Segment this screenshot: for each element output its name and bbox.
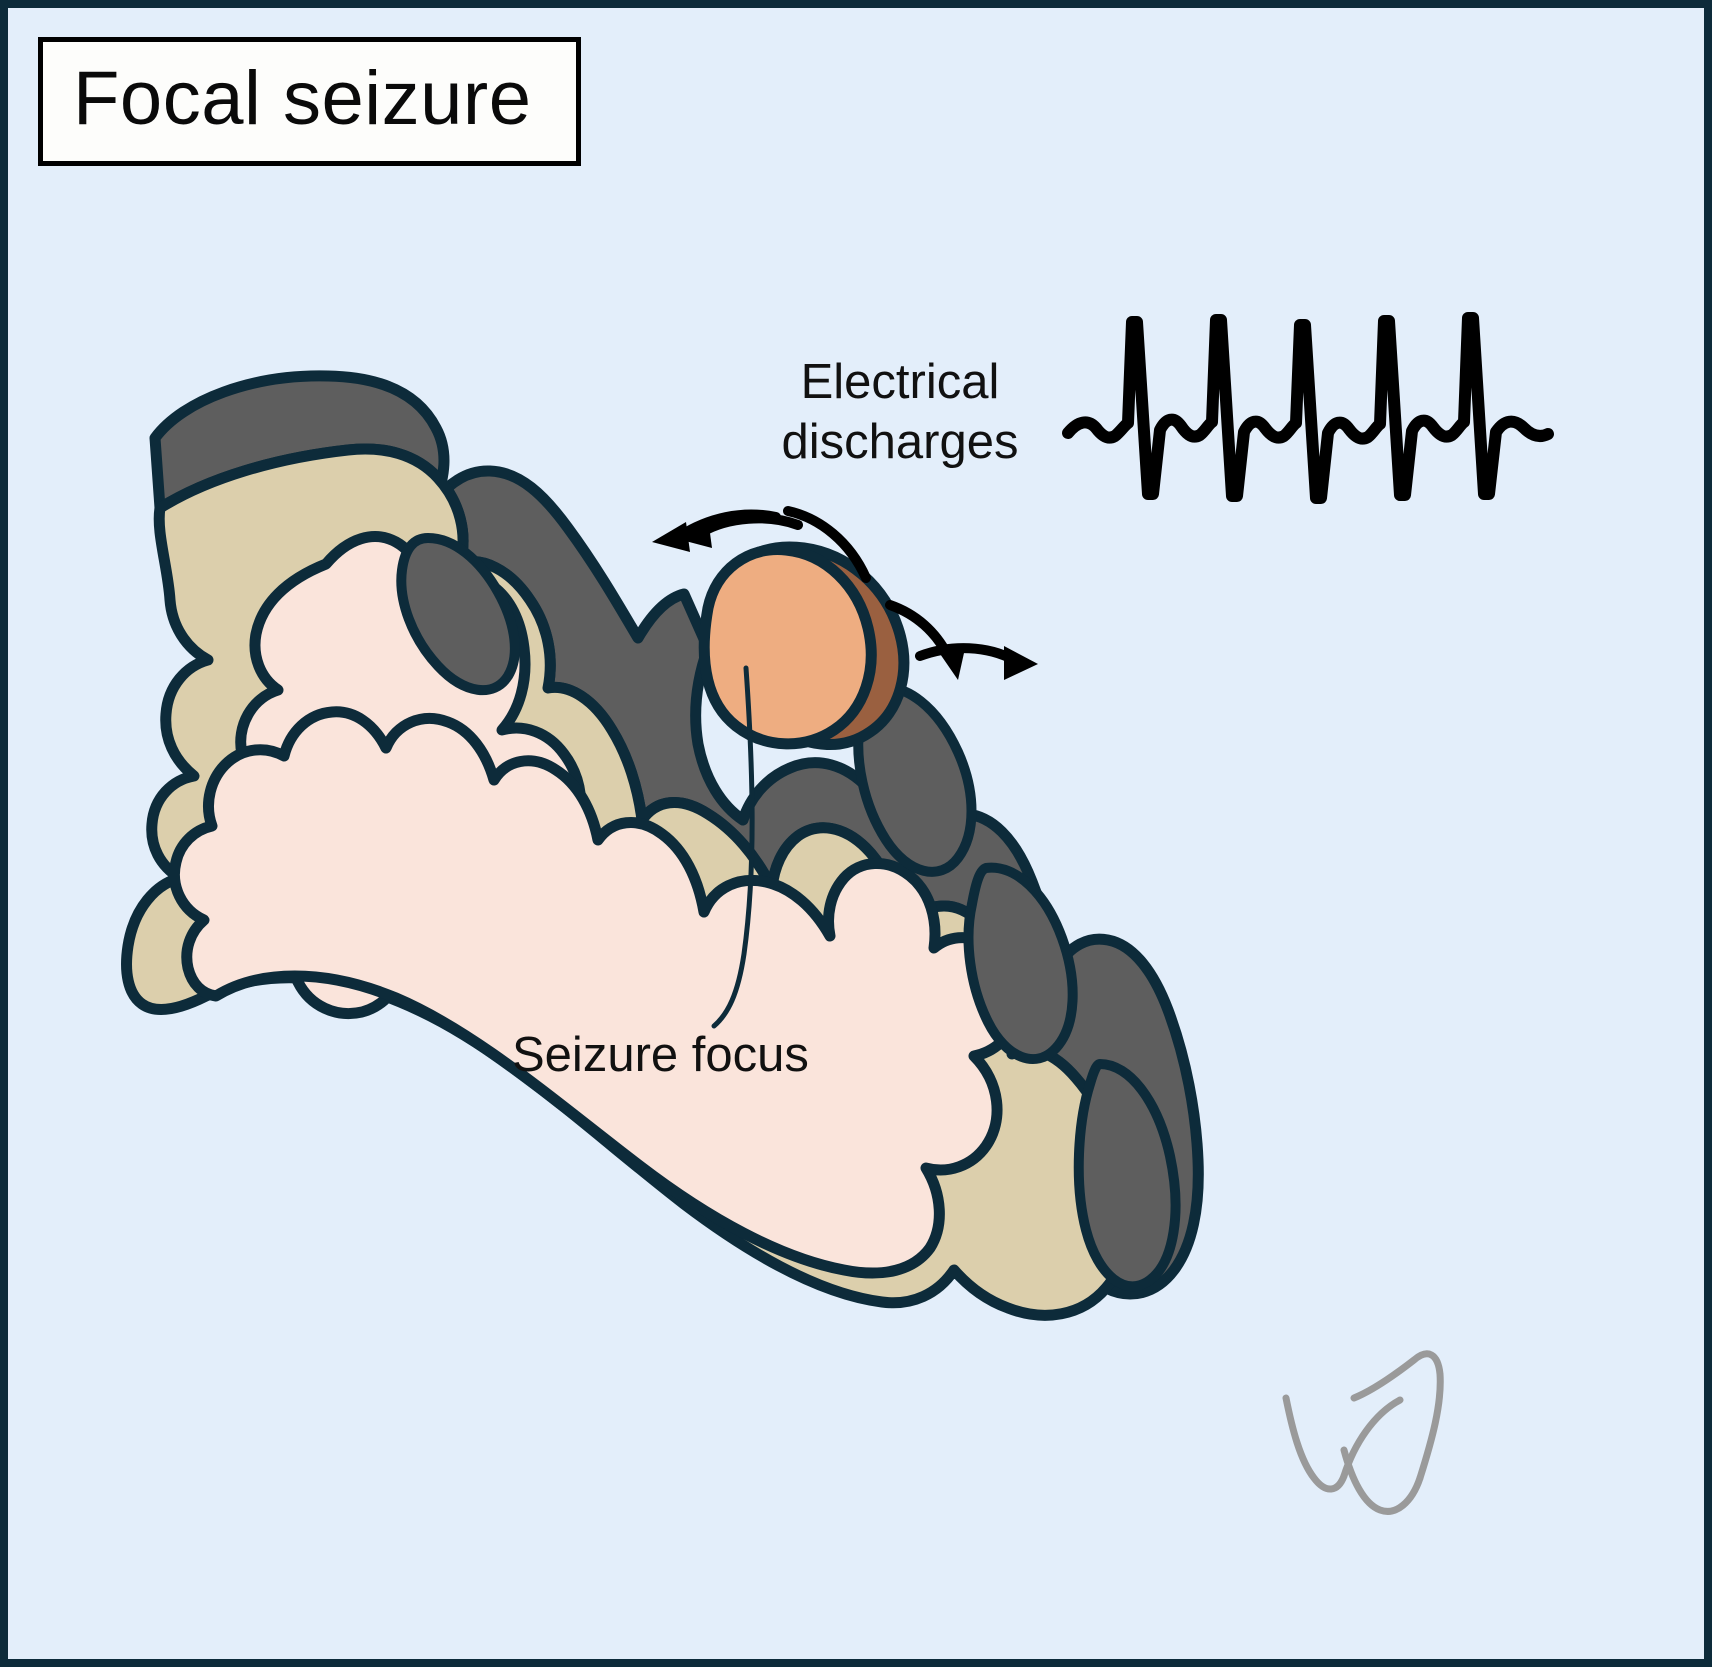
sulcus-detail-right-3	[1073, 1059, 1181, 1292]
brain-illustration	[121, 312, 1554, 1515]
seizure-focus-lesion	[698, 541, 910, 750]
electrical-discharges-line1: Electrical	[800, 355, 1000, 409]
signature-stroke-2	[1340, 1396, 1404, 1480]
arrow-upleft-tail	[675, 509, 781, 541]
figure-canvas: Focal seizure Electrical discharges Seiz…	[8, 8, 1704, 1659]
signature-stroke-1	[1282, 1394, 1348, 1493]
eeg-waveform	[1062, 312, 1554, 504]
sulcus-detail-right-2	[963, 862, 1078, 1064]
artist-signature	[1282, 1350, 1444, 1515]
propagation-arrows	[652, 506, 1038, 680]
seizure-focus-leader-line	[711, 665, 755, 1029]
arrow-crest-head	[1004, 646, 1038, 680]
electrical-discharges-line2: discharges	[781, 414, 1019, 469]
sulcus-detail-left	[396, 533, 520, 696]
signature-stroke-3	[1340, 1446, 1424, 1515]
brain-cross-section	[121, 370, 1204, 1321]
seizure-focus-body	[698, 544, 877, 750]
arrow-upleft-curve	[783, 506, 871, 583]
seizure-focus-label: Seizure focus	[512, 1028, 809, 1082]
title-box: Focal seizure	[38, 37, 581, 166]
arrow-crest-curve	[915, 643, 1019, 665]
electrical-discharges-label: Electrical discharges	[765, 353, 1035, 473]
white-matter-lower-lobe	[169, 706, 1024, 1279]
eeg-trace	[1062, 312, 1554, 504]
arrow-upleft-head	[652, 522, 690, 552]
signature-stroke-4	[1350, 1350, 1444, 1482]
page-title: Focal seizure	[73, 55, 532, 141]
